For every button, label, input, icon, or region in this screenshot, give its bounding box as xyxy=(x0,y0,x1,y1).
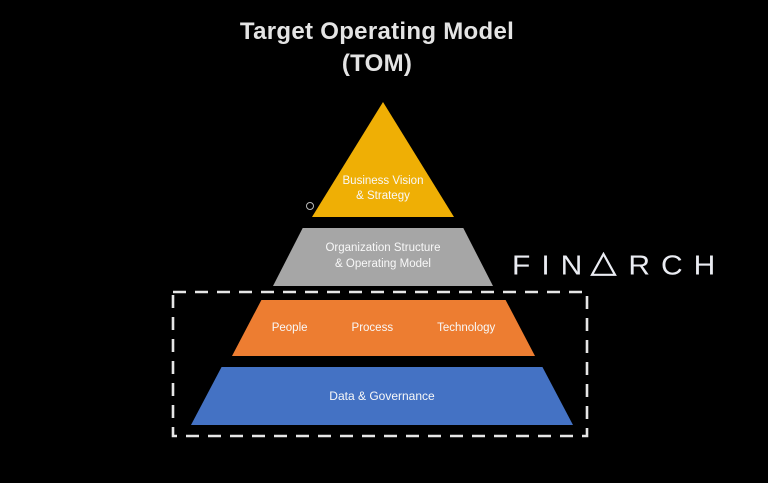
layer-label-line: & Strategy xyxy=(356,189,410,202)
pyramid-layer-people-process-technology: People Process Technology xyxy=(232,300,535,356)
logo-text-rch: RCH xyxy=(628,250,727,282)
layer-label-people: People xyxy=(271,322,308,334)
triangle-a-icon xyxy=(590,252,618,276)
layer-label-technology: Technology xyxy=(437,322,496,334)
finarch-logo: FIN RCH xyxy=(512,241,726,281)
focus-area-dashed-box xyxy=(171,290,589,438)
layer-label-line: Business Vision xyxy=(342,174,424,187)
layer-label-line: Data & Governance xyxy=(329,389,435,403)
dashed-rectangle xyxy=(171,290,589,438)
pyramid-layer-business-vision: Business Vision & Strategy xyxy=(312,102,454,217)
layer-label-line: Organization Structure xyxy=(325,242,441,255)
pyramid-layer-data-governance: Data & Governance xyxy=(191,367,573,425)
pyramid-layer-organization-structure: Organization Structure & Operating Model xyxy=(273,228,493,286)
title-line-1: Target Operating Model xyxy=(239,18,515,45)
logo-text-fin: FIN xyxy=(512,250,594,282)
layer-label-process: Process xyxy=(351,322,394,334)
title-line-2: (TOM) xyxy=(341,49,413,77)
diagram-title: Target Operating Model (TOM) xyxy=(0,16,754,80)
small-circle-marker xyxy=(306,202,314,210)
layer-label-line: & Operating Model xyxy=(335,258,431,270)
